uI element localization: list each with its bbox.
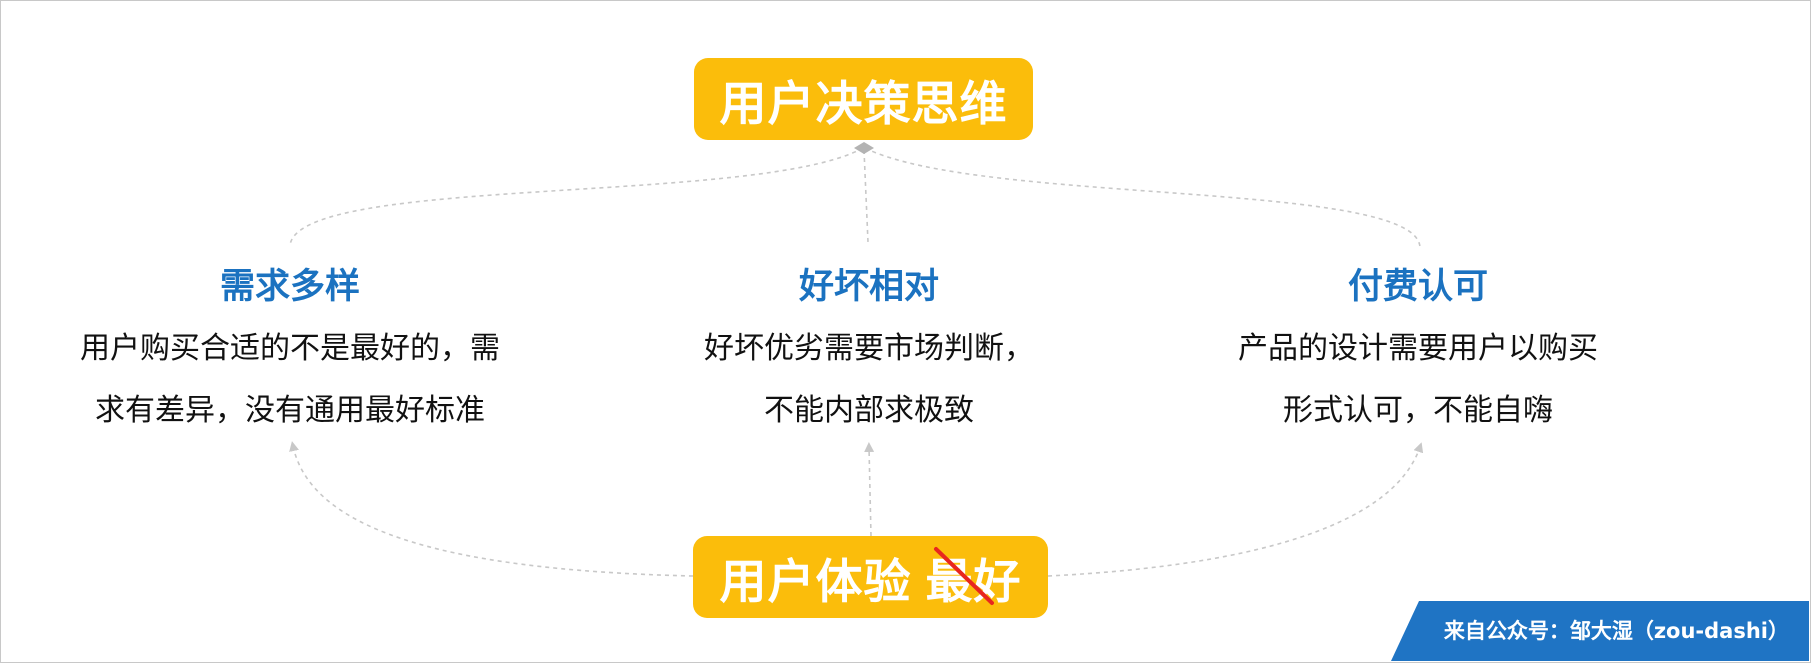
column-description-line: 产品的设计需要用户以购买: [1238, 331, 1598, 366]
connector-bottom-mid: [864, 442, 875, 537]
top-node-label: 用户决策思维: [719, 76, 1008, 132]
connector-bottom-left: [289, 441, 694, 577]
source-banner: [1391, 601, 1809, 661]
column-diverse-needs: 需求多样 用户购买合适的不是最好的，需 求有差异，没有通用最好标准: [40, 262, 540, 442]
junction-diamond-icon: [854, 142, 874, 154]
column-description: 产品的设计需要用户以购买 形式认可，不能自嗨: [1168, 318, 1668, 442]
connector-bottom-right: [1047, 442, 1424, 577]
column-relative-quality: 好坏相对 好坏优劣需要市场判断， 不能内部求极致: [619, 262, 1119, 442]
bottom-node-user-experience: 用户体验 最好: [693, 536, 1048, 618]
source-credit: 来自公众号：邹大湿（zou-dashi）: [1443, 619, 1789, 643]
struck-word: 最好: [926, 543, 1022, 612]
column-description-line: 好坏优劣需要市场判断，: [704, 331, 1034, 366]
column-description: 好坏优劣需要市场判断， 不能内部求极致: [619, 318, 1119, 442]
column-title: 付费认可: [1347, 267, 1488, 307]
top-node-decision-thinking: 用户决策思维: [694, 58, 1033, 140]
column-description-line: 形式认可，不能自嗨: [1283, 393, 1553, 428]
column-title: 好坏相对: [798, 267, 939, 307]
bottom-node-label: 用户体验: [719, 554, 912, 610]
column-description-line: 用户购买合适的不是最好的，需: [80, 331, 500, 366]
column-description-line: 不能内部求极致: [764, 393, 974, 428]
connector-top-left: [289, 147, 864, 246]
connector-top-mid: [863, 149, 869, 243]
strikethrough-mark: [933, 546, 994, 605]
connector-top-right: [864, 147, 1421, 249]
column-paid-approval: 付费认可 产品的设计需要用户以购买 形式认可，不能自嗨: [1168, 262, 1668, 442]
column-description-line: 求有差异，没有通用最好标准: [95, 393, 485, 428]
column-description: 用户购买合适的不是最好的，需 求有差异，没有通用最好标准: [40, 318, 540, 442]
column-title: 需求多样: [219, 267, 360, 307]
